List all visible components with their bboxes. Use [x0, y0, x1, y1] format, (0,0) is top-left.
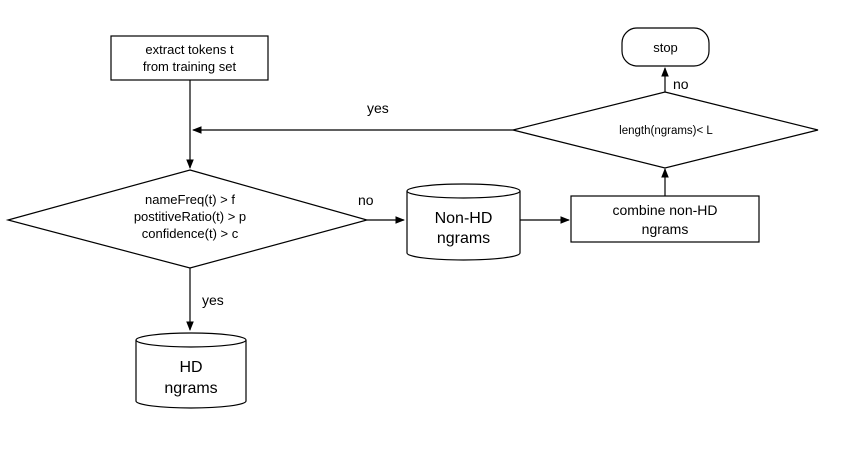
node-length-decision: length(ngrams)< L — [512, 91, 819, 169]
stop-label: stop — [653, 40, 678, 55]
hd-line1: HD — [179, 359, 202, 376]
freq-decision-line1: nameFreq(t) > f — [145, 192, 235, 207]
edge-label-no-stop: no — [673, 76, 689, 92]
freq-decision-line2: postitiveRatio(t) > p — [134, 209, 246, 224]
nonhd-line1: Non-HD — [435, 210, 493, 227]
edge-label-yes-hd: yes — [202, 292, 224, 308]
edges — [186, 67, 669, 331]
node-combine: combine non-HD ngrams — [570, 195, 760, 243]
extract-line1: extract tokens t — [145, 42, 234, 57]
combine-line2: ngrams — [642, 221, 689, 237]
extract-line2: from training set — [143, 59, 237, 74]
node-extract-tokens: extract tokens t from training set — [110, 35, 269, 81]
node-stop: stop — [621, 27, 710, 67]
combine-line1: combine non-HD — [612, 202, 717, 218]
length-decision-label: length(ngrams)< L — [619, 125, 713, 137]
freq-decision-line3: confidence(t) > c — [142, 226, 239, 241]
edge-label-no-nonhd: no — [358, 192, 374, 208]
nonhd-line2: ngrams — [437, 230, 490, 247]
node-freq-decision: nameFreq(t) > f postitiveRatio(t) > p co… — [5, 169, 370, 269]
hd-line2: ngrams — [164, 380, 217, 397]
node-nonhd-datastore: Non-HD ngrams — [406, 183, 521, 261]
node-hd-datastore: HD ngrams — [135, 332, 247, 409]
edge-label-yes-loop: yes — [367, 100, 389, 116]
